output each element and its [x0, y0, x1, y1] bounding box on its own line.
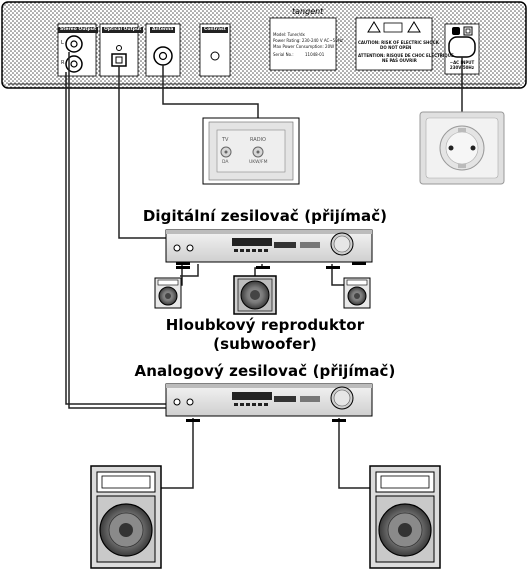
wall-plate-tv-sub: DA — [222, 160, 229, 165]
warning-line-4: NE PAS OUVRIR — [382, 58, 417, 63]
wall-plate-radio-label: RADIO — [250, 137, 266, 143]
contrast-label: Contrast — [202, 27, 228, 33]
subwoofer-label-line-2: (subwoofer) — [213, 335, 317, 353]
warning-line-2: DO NOT OPEN — [380, 45, 412, 50]
wall-plate-tv-label: TV — [222, 137, 229, 143]
rating-model: Model: Tuner/dx — [273, 32, 305, 37]
cables — [65, 52, 463, 489]
speaker-right-analog — [369, 465, 441, 569]
rating-consumption: Max Power Consumption: 20W — [273, 44, 335, 49]
subwoofer-label-line-1: Hloubkový reproduktor — [165, 316, 365, 334]
rating-serial-number: 11048-01 — [305, 52, 325, 57]
device-back-panel — [1, 1, 527, 89]
analog-amplifier — [165, 383, 373, 422]
stereo-output-label: Stereo Output — [58, 27, 99, 33]
stereo-cable-1 — [68, 52, 168, 409]
antenna-label: Antenna — [150, 27, 176, 33]
power-input-label: ~AC INPUT 230V/50Hz — [449, 60, 475, 70]
stereo-cable-2 — [65, 72, 168, 405]
speaker-front-left-digital — [154, 277, 182, 309]
port-letter-right: R — [61, 60, 65, 66]
cable-subwoofer — [254, 264, 263, 276]
warning-line-1: CAUTION: RISK OF ELECTRIC SHOCK — [358, 40, 439, 45]
brand-logo: tangent — [292, 7, 324, 16]
cable-right-speaker-analog — [338, 418, 370, 489]
rating-label — [269, 17, 337, 71]
warning-line-3: ATTENTION: RISQUE DE CHOC ELECTRIQUE — [358, 53, 454, 58]
wall-plate-radio-sub: UKW/FM — [249, 160, 268, 165]
port-letter-left: L — [61, 40, 64, 46]
digital-amplifier — [165, 229, 373, 269]
analog-amplifier-label: Analogový zesilovač (přijímač) — [134, 362, 396, 380]
subwoofer — [233, 275, 277, 315]
rating-power: Power Rating: 230-240 V AC~50Hz — [273, 38, 343, 43]
antenna-wall-plate — [202, 117, 300, 185]
digital-amplifier-label: Digitální zesilovač (přijímač) — [142, 207, 388, 225]
cable-right-speaker-digital — [331, 264, 345, 286]
cable-left-speaker-analog — [160, 418, 194, 489]
power-wall-socket — [419, 111, 505, 185]
optical-output-label: Optical Output — [102, 27, 144, 33]
speaker-front-right-digital — [343, 277, 371, 309]
rating-serial: Serial No.: — [273, 52, 294, 57]
optical-cable — [118, 66, 168, 239]
speaker-left-analog — [90, 465, 162, 569]
antenna-cable — [162, 65, 259, 124]
